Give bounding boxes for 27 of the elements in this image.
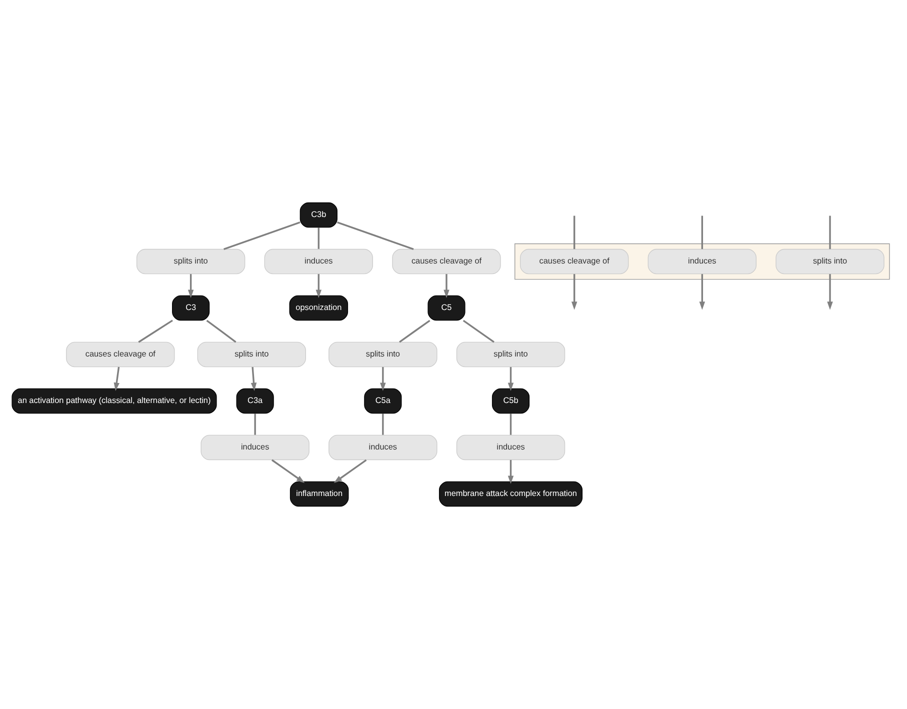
arrow (380, 367, 386, 391)
connector (138, 320, 173, 343)
connector (573, 216, 576, 250)
arrow (508, 460, 514, 484)
connector (336, 221, 414, 250)
arrow (250, 366, 257, 391)
connector (206, 320, 236, 343)
arrow (316, 274, 322, 298)
arrow (571, 274, 578, 310)
arrow (334, 459, 367, 483)
connector (224, 221, 300, 250)
cluster (514, 243, 890, 280)
connector (829, 216, 831, 250)
arrow (188, 274, 194, 298)
connector (462, 320, 494, 343)
arrow (699, 274, 706, 310)
arrow (508, 367, 514, 391)
arrow (271, 459, 305, 483)
connector (318, 228, 320, 249)
arrow (444, 274, 450, 298)
connector (382, 414, 384, 435)
connector (701, 216, 704, 250)
arrow (827, 274, 833, 310)
connector (399, 320, 430, 343)
connector (510, 414, 512, 435)
connector (254, 414, 256, 435)
arrow (114, 366, 120, 391)
